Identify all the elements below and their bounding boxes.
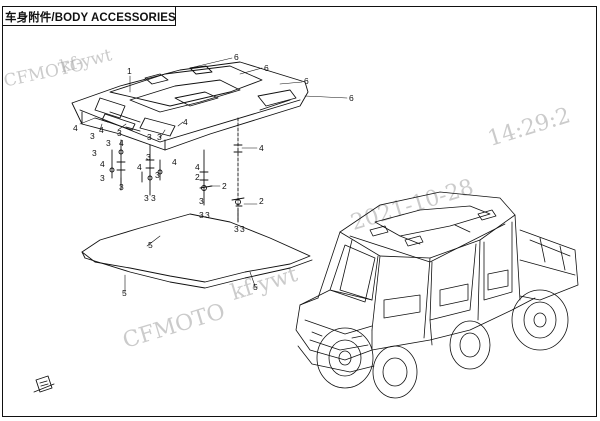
fastener-column-left <box>109 139 126 191</box>
callout-3-i: 3 <box>146 152 151 162</box>
callout-4-d: 4 <box>100 159 105 169</box>
callout-4-c: 4 <box>119 138 124 148</box>
callout-6-c: 6 <box>304 76 309 86</box>
callout-4-a: 4 <box>73 123 78 133</box>
callout-3-g: 3 <box>100 173 105 183</box>
manual-icon <box>33 375 55 393</box>
callout-3-j: 3 <box>155 170 160 180</box>
callout-4-b: 4 <box>99 125 104 135</box>
callout-labels: 1 6 6 6 6 4 4 3 3 3 3 4 3 3 4 3 3 4 3 3 … <box>73 52 354 298</box>
callout-4-i: 4 <box>259 143 264 153</box>
callout-3-c: 3 <box>117 128 122 138</box>
roof-liner <box>81 213 313 289</box>
leader-lines <box>79 57 348 293</box>
callout-3-e: 3 <box>147 132 152 142</box>
callout-3-p: 3 <box>234 224 239 234</box>
callout-3-n: 3 <box>199 210 204 220</box>
callout-3-k: 3 <box>144 193 149 203</box>
callout-3-f: 3 <box>157 132 162 142</box>
callout-3-b: 3 <box>106 138 111 148</box>
callout-3-m: 3 <box>199 196 204 206</box>
fastener-column-right <box>199 117 245 223</box>
callout-2-c: 2 <box>259 196 264 206</box>
callout-3-q: 3 <box>240 224 245 234</box>
callout-2-a: 2 <box>195 172 200 182</box>
callout-4-h: 4 <box>195 162 200 172</box>
callout-4-f: 4 <box>183 117 188 127</box>
callout-5-a: 5 <box>148 240 153 250</box>
callout-3-o: 3 <box>205 210 210 220</box>
utv-vehicle <box>295 191 579 399</box>
page-title: 车身附件/BODY ACCESSORIES <box>5 12 176 24</box>
callout-5-c: 5 <box>253 282 258 292</box>
roof-panel <box>71 61 309 151</box>
callout-6-a: 6 <box>234 52 239 62</box>
callout-3-l: 3 <box>151 193 156 203</box>
callout-4-e: 4 <box>137 162 142 172</box>
title-box <box>2 6 176 26</box>
callout-3-d: 3 <box>92 148 97 158</box>
callout-3-h: 3 <box>119 182 124 192</box>
callout-4-g: 4 <box>172 157 177 167</box>
callout-2-b: 2 <box>222 181 227 191</box>
fastener-column-mid <box>141 144 163 196</box>
diagram-frame <box>2 6 597 417</box>
callout-1: 1 <box>127 66 132 76</box>
callout-3-a: 3 <box>90 131 95 141</box>
callout-6-b: 6 <box>264 63 269 73</box>
callout-5-b: 5 <box>122 288 127 298</box>
callout-6-d: 6 <box>349 93 354 103</box>
